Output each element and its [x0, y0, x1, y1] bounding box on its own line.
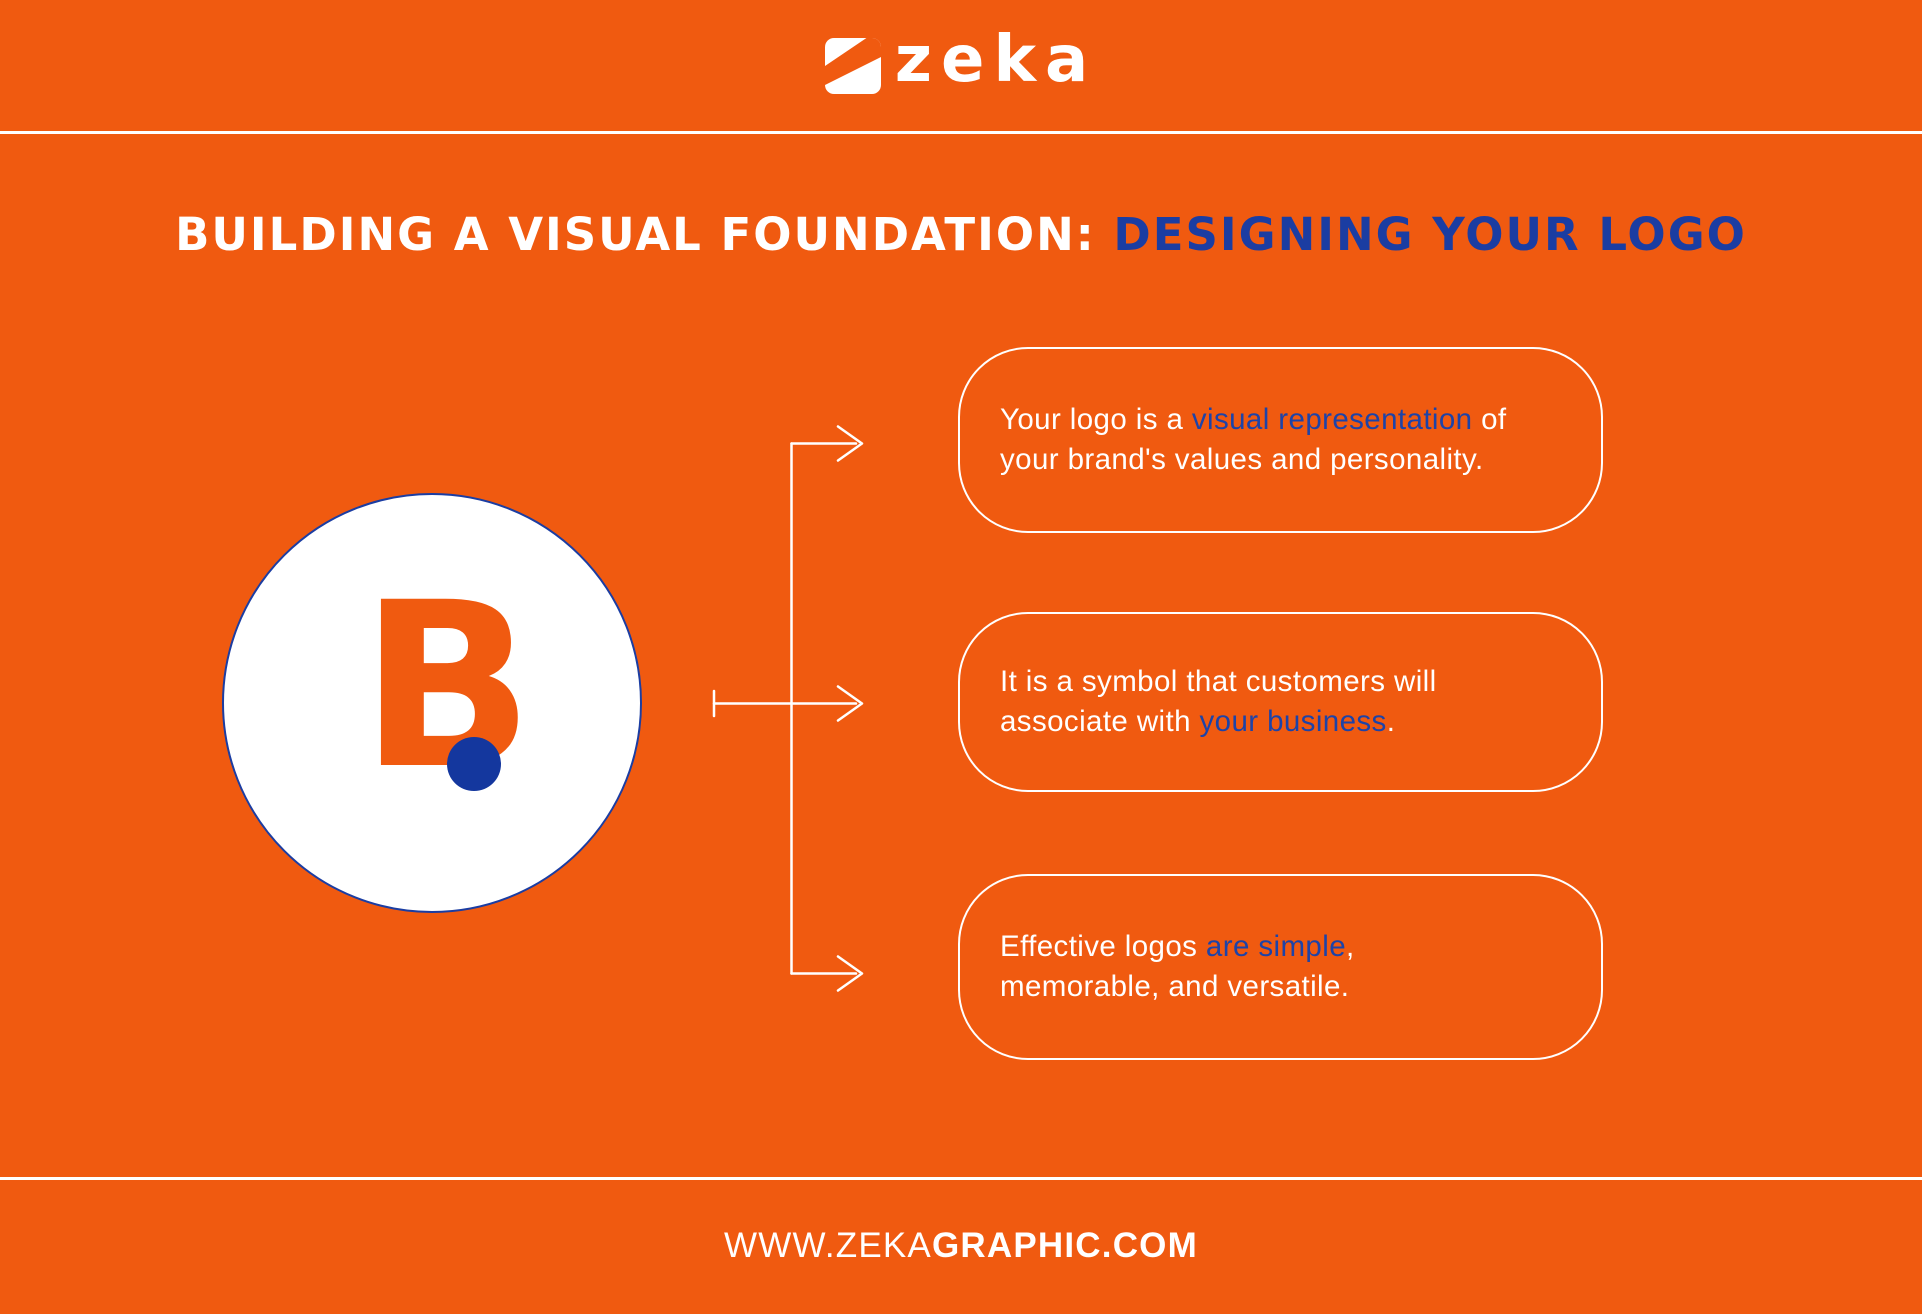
footer: WWW.ZEKAGRAPHIC.COM — [0, 1228, 1922, 1263]
footer-url-rest: GRAPHIC.COM — [931, 1226, 1198, 1265]
badge-letter: B — [360, 553, 534, 819]
text-segment: It is a symbol that customers will assoc… — [1000, 665, 1437, 738]
brand-logo: zeka — [824, 28, 1097, 98]
info-box-1-text: Your logo is a visual representation of … — [960, 400, 1527, 480]
header-divider — [0, 131, 1922, 134]
zeka-mark-diagonal — [824, 37, 881, 85]
title-white-part: BUILDING A VISUAL FOUNDATION: — [175, 208, 1096, 261]
badge-dot-icon — [447, 737, 501, 791]
highlighted-text: your business — [1199, 705, 1387, 738]
footer-divider — [0, 1177, 1922, 1180]
footer-url-www: WWW. — [724, 1226, 836, 1265]
text-segment: Your logo is a — [1000, 403, 1192, 436]
arrow-middle-icon — [836, 685, 864, 722]
zeka-mark-icon — [824, 37, 881, 94]
text-segment: Effective logos — [1000, 930, 1206, 963]
text-segment: . — [1386, 705, 1396, 738]
arrow-bottom-icon — [836, 955, 864, 992]
brand-wordmark: zeka — [894, 22, 1098, 97]
footer-url: WWW.ZEKAGRAPHIC.COM — [724, 1226, 1198, 1265]
logo-circle: B — [222, 493, 642, 913]
info-box-2: It is a symbol that customers will assoc… — [958, 612, 1603, 792]
info-box-3: Effective logos are simple, memorable, a… — [958, 874, 1603, 1060]
text-segment: of your brand's values and personality. — [1000, 403, 1507, 476]
info-box-3-text: Effective logos are simple, memorable, a… — [960, 927, 1375, 1007]
text-segment: , memorable, and versatile. — [1000, 930, 1355, 1003]
footer-url-brand: ZEKA — [835, 1226, 932, 1265]
info-box-2-text: It is a symbol that customers will assoc… — [960, 662, 1457, 742]
header: zeka — [0, 0, 1922, 131]
info-box-1: Your logo is a visual representation of … — [958, 347, 1603, 533]
arrow-top-icon — [836, 425, 864, 462]
highlighted-text: visual representation — [1191, 403, 1473, 436]
highlighted-text: are simple — [1205, 930, 1346, 963]
page-title: BUILDING A VISUAL FOUNDATION: DESIGNING … — [0, 208, 1922, 261]
title-blue-part: DESIGNING YOUR LOGO — [1113, 208, 1747, 261]
